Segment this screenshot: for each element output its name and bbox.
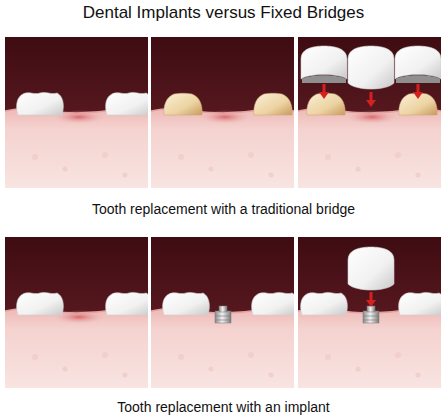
- row-caption: Tooth replacement with a traditional bri…: [0, 201, 447, 217]
- implant-panel-3: [298, 237, 441, 388]
- bridge-panel-2: [151, 37, 294, 188]
- row-caption: Tooth replacement with an implant: [0, 399, 447, 415]
- implant-panel-2: [151, 237, 294, 388]
- page-title: Dental Implants versus Fixed Bridges: [0, 3, 447, 23]
- bridge-panel-3: [298, 37, 441, 188]
- implant-panel-1: [5, 237, 148, 388]
- bridge-panel-1: [5, 37, 148, 188]
